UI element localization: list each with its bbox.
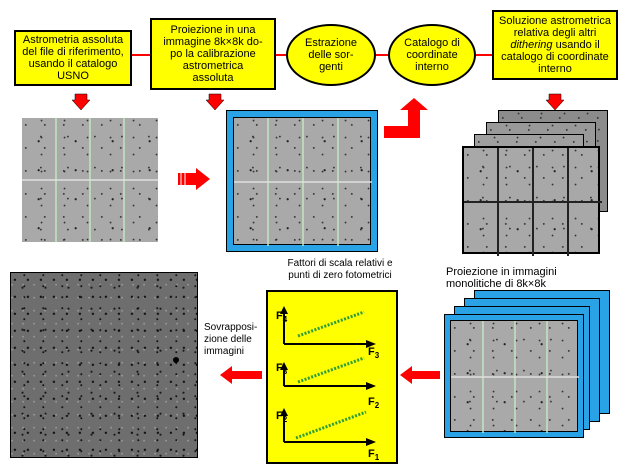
- left-arrow-photometry: [400, 366, 440, 384]
- flux-label-f3-mid: F3: [276, 362, 288, 377]
- step-catalog-text: Catalogo di coordinate interno: [404, 37, 460, 73]
- photometry-panel: F4 F3 F3 F2 F2 F1: [266, 290, 398, 464]
- photometry-plots: [280, 306, 376, 446]
- projected-image: [233, 117, 372, 246]
- dithered-frames-stack: [462, 110, 610, 256]
- step-relative-solution-box: Soluzione astrometrica relativa degli al…: [492, 10, 618, 80]
- photometry-label: Fattori di scala relativi e punti di zer…: [287, 258, 393, 281]
- bright-star: [173, 357, 179, 363]
- stacking-label: Sovrapposi- zione delle immagini: [204, 322, 258, 357]
- mono-front-grid: [451, 321, 579, 433]
- step-astrometry-text: Astrometria assoluta del file di riferim…: [22, 34, 124, 82]
- bent-arrow: [384, 98, 428, 138]
- mono-front-image: [450, 320, 579, 433]
- flux-label-f2-axis: F2: [368, 396, 380, 411]
- dither-front-grid: [464, 148, 602, 256]
- down-arrow-1: [71, 93, 91, 111]
- flux-label-f1: F1: [368, 448, 380, 463]
- step-projection-text: Proiezione in una immagine 8k×8k do- po …: [163, 24, 263, 84]
- projection-mono-label: Proiezione in immagini monolitiche di 8k…: [446, 266, 557, 290]
- down-arrow-2: [205, 93, 225, 111]
- left-arrow-stack: [220, 366, 262, 384]
- right-arrow-mid: [178, 168, 210, 190]
- mosaic-grid: [22, 118, 158, 242]
- mono-frame-1: [444, 314, 584, 438]
- step-astrometry-box: Astrometria assoluta del file di riferim…: [14, 30, 132, 86]
- flux-label-f3-axis: F3: [368, 346, 380, 361]
- dither-frame-1: [462, 146, 602, 256]
- dithering-word: dithering: [510, 39, 553, 51]
- flux-label-f4: F4: [276, 310, 288, 325]
- projected-grid: [234, 118, 372, 246]
- flux-label-f2-low: F2: [276, 410, 288, 425]
- monolithic-stack: [444, 290, 616, 440]
- final-stacked-image: [10, 272, 198, 458]
- step-relative-solution-text: Soluzione astrometrica relativa degli al…: [499, 15, 611, 75]
- projected-image-frame: [226, 110, 378, 252]
- step-extraction-ellipse: Estrazione delle sor- genti: [286, 24, 376, 86]
- reference-mosaic-image: [22, 118, 158, 242]
- down-arrow-3: [545, 93, 565, 111]
- step-projection-box: Proiezione in una immagine 8k×8k do- po …: [150, 18, 276, 90]
- step-extraction-text: Estrazione delle sor- genti: [305, 37, 357, 73]
- step-catalog-ellipse: Catalogo di coordinate interno: [388, 24, 476, 86]
